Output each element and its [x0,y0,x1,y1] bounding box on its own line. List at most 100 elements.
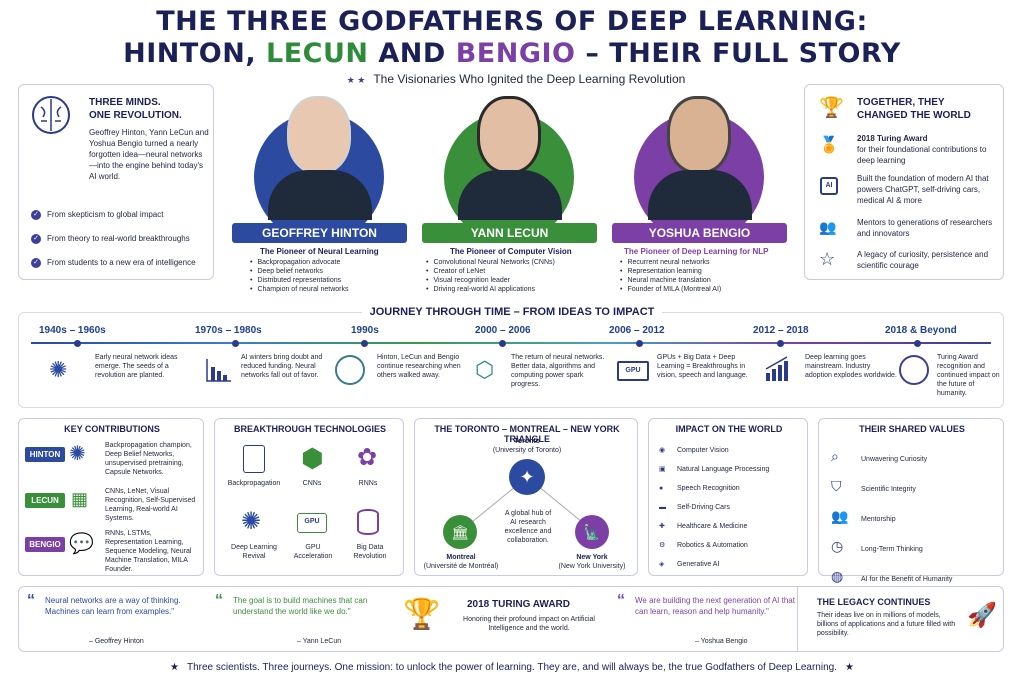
section-heading: KEY CONTRIBUTIONS [64,424,160,434]
intro-text: Geoffrey Hinton, Yann LeCun and Yoshua B… [89,128,209,181]
quote-icon: “ [617,592,625,609]
bengio-face [667,96,731,174]
maple-leaf-icon: ✦ [509,459,545,495]
timeline-dot [361,340,368,347]
lecun-face [477,96,541,174]
three-minds-card: THREE MINDS. ONE REVOLUTION. Geoffrey Hi… [18,84,214,280]
legacy-item: A legacy of curiosity, persistence and s… [857,250,989,270]
era-label: 2012 – 2018 [753,325,809,336]
brain-icon [32,96,70,134]
person-hinton: GEOFFREY HINTON The Pioneer of Neural Le… [232,88,407,303]
point-3: ✓From students to a new era of intellige… [31,257,196,268]
award-icon: 🏅 [819,137,839,154]
mentor-icon: 👥 [831,508,849,524]
lecun-tag: LECUN [25,493,65,508]
legacy-text: Their ideas live on in millions of model… [817,612,956,637]
grid-icon: ▦ [71,489,89,509]
star-icon: ★ [844,662,854,673]
car-icon: ▬ [659,504,666,511]
hinton-quote-author: – Geoffrey Hinton [89,638,144,645]
impact-list: ◉Computer Vision ▣Natural Language Proce… [659,441,769,574]
lecun-shirt [458,170,562,220]
hinton-face [287,96,351,174]
impact-card: IMPACT ON THE WORLD ◉Computer Vision ▣Na… [648,418,808,576]
lecun-quote-author: – Yann LeCun [297,638,342,645]
bengio-name: YOSHUA BENGIO [612,223,787,243]
tech-label: Big Data Revolution [353,544,387,560]
era-text: AI winters bring doubt and reduced fundi… [241,354,323,379]
eye-icon: ◉ [659,447,666,454]
timeline-section: JOURNEY THROUGH TIME – FROM IDEAS TO IMP… [18,306,1004,408]
ai-chip-icon: ◈ [659,561,665,568]
magnifier-icon: ⌕ [831,448,839,464]
star-icon: ★ ★ [346,75,366,85]
person-lecun: YANN LECUN The Pioneer of Computer Visio… [422,88,597,303]
foundation-item: Built the foundation of modern AI that p… [857,174,989,205]
mentors-item: Mentors to generations of researchers an… [857,218,993,238]
changed-world-card: 🏆 TOGETHER, THEY CHANGED THE WORLD 🏅 201… [804,84,1004,280]
divider [797,587,798,651]
network-icon: ✺ [49,357,68,382]
tech-label: GPU Acceleration [293,544,333,560]
footer: ★Three scientists. Three journeys. One m… [170,662,854,673]
era-label: 2006 – 2012 [609,325,665,336]
era-label: 1940s – 1960s [39,325,106,336]
hinton-role: The Pioneer of Neural Learning [260,247,379,256]
network-icon: ✺ [241,508,262,535]
clock-icon: ◷ [831,538,844,554]
page-title-line2: HINTON, LECUN AND BENGIO – THEIR FULL ST… [123,38,901,69]
graph-icon: ⬡ [475,357,495,382]
era-label: 1990s [351,325,379,336]
statue-icon: 🗽 [575,515,609,549]
gpu-icon: GPU [297,513,327,533]
database-icon [357,509,379,535]
bengio-tag: BENGIO [25,537,65,552]
timeline-dot [636,340,643,347]
key-contributions-card: KEY CONTRIBUTIONS HINTON ✺ Backpropagati… [18,418,204,576]
lecun-role: The Pioneer of Computer Vision [450,247,572,256]
hinton-name: GEOFFREY HINTON [232,223,407,243]
era-text: Hinton, LeCun and Bengio continue resear… [377,354,461,379]
era-text: The return of neural networks. Better da… [511,354,605,388]
era-label: 2018 & Beyond [885,325,957,336]
timeline-dot [499,340,506,347]
tech-label: RNNs [358,480,378,487]
legacy-heading: THE LEGACY CONTINUES [817,597,931,607]
hinton-quote: Neural networks are a way of thinking. M… [45,596,181,616]
heading: CHANGED THE WORLD [857,110,971,121]
section-heading: THEIR SHARED VALUES [859,424,965,434]
hinton-jacket [268,170,372,220]
heading: ONE REVOLUTION. [89,110,182,121]
quotes-row: “ Neural networks are a way of thinking.… [18,586,1004,652]
mic-icon: ● [659,485,664,492]
toronto-label: Toronto [514,438,540,445]
chat-icon: 💬 [69,533,94,555]
medical-icon: ✚ [659,523,665,530]
timeline-dot [914,340,921,347]
montreal-label: Montreal [446,554,476,561]
triangle-card: THE TORONTO – MONTREAL – NEW YORK TRIANG… [414,418,638,576]
bengio-bullets: Recurrent neural networksRepresentation … [620,258,721,294]
rocket-icon: 🚀 [967,602,997,629]
era-text: Deep learning goes mainstream. Industry … [805,354,897,379]
award-text: Honoring their profound impact on Artifi… [463,616,595,632]
page-subtitle: ★ ★The Visionaries Who Ignited the Deep … [346,72,686,86]
quote-icon: “ [215,592,223,609]
award-heading: 2018 TURING AWARD [467,599,570,610]
chat-icon: ▣ [659,466,666,473]
robot-arm-icon: ⚙ [659,542,666,549]
lecun-contrib: CNNs, LeNet, Visual Recognition, Self-Su… [105,488,196,522]
star-icon: ★ [170,662,179,673]
timeline-heading: JOURNEY THROUGH TIME – FROM IDEAS TO IMP… [19,306,1005,318]
era-text: Early neural network ideas emerge. The s… [95,354,178,379]
lecun-quote: The goal is to build machines that can u… [233,596,368,616]
person-bengio: YOSHUA BENGIO The Pioneer of Deep Learni… [612,88,787,303]
building-icon: 🏛 [443,515,477,549]
values-card: THEIR SHARED VALUES ⌕Unwavering Curiosit… [818,418,1004,584]
trophy-icon: 🏆 [819,97,844,119]
values-list: ⌕Unwavering Curiosity ⛉Scientific Integr… [831,443,952,593]
hinton-bullets: Backpropagation advocateDeep belief netw… [250,258,348,294]
point-1: ✓From skepticism to global impact [31,209,163,220]
newyork-sub: (New York University) [558,563,626,570]
